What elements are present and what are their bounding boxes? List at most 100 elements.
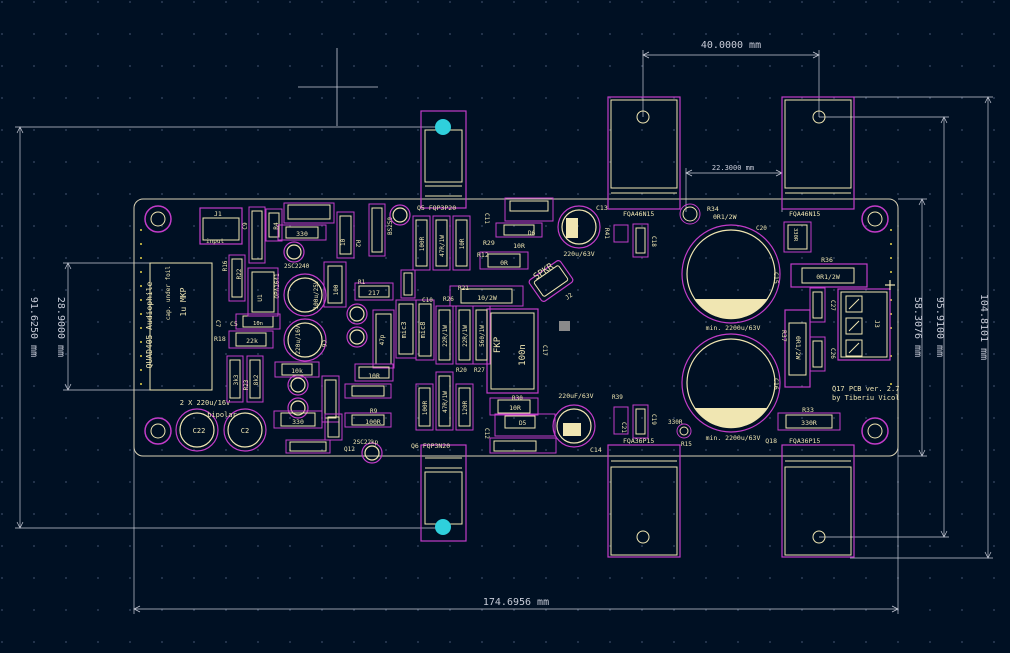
r29-value: 10R bbox=[513, 242, 525, 250]
r36-resistor[interactable] bbox=[790, 263, 868, 288]
r21-value: 10/2W bbox=[477, 294, 497, 302]
left-small-resistors[interactable] bbox=[226, 202, 340, 454]
c12-ref: C12 bbox=[483, 428, 490, 439]
q17-footprint[interactable] bbox=[781, 96, 855, 210]
r-10k-value: 10k bbox=[291, 367, 303, 375]
cap-under-foil: cap. under foil bbox=[165, 266, 172, 321]
r-120r-value: 120R bbox=[462, 400, 469, 415]
small-caps-left[interactable] bbox=[324, 269, 416, 441]
q5-label: Q5 FQP3P20 bbox=[417, 204, 456, 212]
c5-small-value: 10n bbox=[253, 321, 263, 327]
r33-ref: R33 bbox=[802, 406, 814, 414]
c16-value: min. 2200u/63V bbox=[706, 434, 761, 442]
r2-ref: R2 bbox=[354, 240, 361, 248]
q5-footprint[interactable] bbox=[420, 110, 467, 209]
u1-opamp[interactable] bbox=[247, 267, 279, 317]
c10-ref: C10 bbox=[422, 297, 433, 304]
r21-ref: R21 bbox=[458, 285, 469, 292]
c27-ref: C27 bbox=[829, 300, 836, 311]
c13-capacitor[interactable] bbox=[557, 205, 601, 249]
c18-c19-caps[interactable] bbox=[613, 223, 649, 439]
c17-ref: C17 bbox=[541, 345, 548, 356]
c5-ref: C5 bbox=[230, 320, 238, 328]
dim-right-1-label: 58.3076 mm bbox=[912, 297, 923, 357]
board-title: Q17 PCB ver. 2.7 bbox=[832, 385, 899, 393]
left-electrolytics[interactable] bbox=[175, 273, 327, 452]
q17-label: FQA46N15 bbox=[789, 210, 820, 218]
q18-ref: Q18 bbox=[765, 437, 777, 445]
r15-ref: R15 bbox=[681, 441, 692, 448]
r23-ref: R23 bbox=[243, 379, 250, 390]
r9-value: 100R bbox=[365, 418, 381, 426]
q6-label: Q6 FQP3N20 bbox=[411, 442, 450, 450]
r10-value: 10R bbox=[368, 372, 380, 380]
r30-ref: R30 bbox=[512, 395, 523, 402]
c10-mica-group[interactable] bbox=[372, 299, 435, 369]
c22-ref: C22 bbox=[193, 427, 206, 435]
q14-footprint[interactable] bbox=[607, 444, 681, 558]
c7-ref: C7 bbox=[214, 320, 221, 328]
c14-capacitor[interactable] bbox=[552, 404, 596, 448]
dim-inner-top-label: 22.3000 mm bbox=[712, 164, 754, 172]
r1-value: 217 bbox=[368, 289, 380, 297]
r34-resistor[interactable] bbox=[679, 203, 701, 225]
j1-input-connector[interactable] bbox=[199, 207, 243, 245]
q6-footprint[interactable] bbox=[420, 444, 467, 542]
c7-mkp-capacitor[interactable] bbox=[149, 262, 213, 391]
q13-label: FQA46N15 bbox=[623, 210, 654, 218]
c2-ref: C2 bbox=[241, 427, 249, 435]
j3-ref: J3 bbox=[873, 320, 881, 328]
r-22r-value: 22R/1W bbox=[442, 325, 449, 347]
to92-transistors[interactable] bbox=[283, 204, 411, 464]
r27-ref: R27 bbox=[474, 367, 485, 374]
q18-footprint[interactable] bbox=[781, 444, 855, 558]
c15-capacitor[interactable] bbox=[681, 224, 781, 324]
r-3k3-value: 3k3 bbox=[233, 374, 240, 385]
r35-value: 330R bbox=[668, 419, 683, 426]
r1-ref: R1 bbox=[358, 279, 366, 286]
c11-ref: C11 bbox=[483, 213, 490, 224]
c26-ref: C26 bbox=[829, 348, 836, 359]
r20-ref: R20 bbox=[456, 367, 467, 374]
left-center-parts[interactable] bbox=[323, 203, 394, 428]
zsc-label: 2SC22kp bbox=[353, 439, 379, 446]
r37-value: 0R1/2W bbox=[794, 336, 802, 360]
r-100-value: 100 bbox=[333, 284, 340, 295]
q13-footprint[interactable] bbox=[607, 96, 681, 210]
c16-capacitor[interactable] bbox=[681, 333, 781, 433]
r-100r-bottom-value: 100R bbox=[422, 400, 429, 415]
board-edge bbox=[133, 198, 899, 457]
r33-value: 330R bbox=[801, 419, 817, 427]
fkp-label: FKP bbox=[493, 336, 503, 353]
r37-ref: R37 bbox=[780, 330, 788, 342]
2sc-label: 2SC2240 bbox=[284, 263, 310, 270]
r15-pad[interactable] bbox=[676, 423, 692, 439]
r-47r-top-value: 47R/1W bbox=[439, 235, 446, 257]
crosshair-cursor bbox=[298, 48, 378, 126]
c47p-value: 47p bbox=[379, 334, 386, 345]
r26-ref: R26 bbox=[443, 296, 454, 303]
mid-resistors[interactable] bbox=[449, 197, 557, 454]
c14-value: 220uF/63V bbox=[558, 392, 593, 400]
vertical-resistors[interactable] bbox=[412, 215, 491, 431]
c14-ref: C14 bbox=[590, 446, 602, 454]
r37b-resistor[interactable] bbox=[783, 221, 812, 253]
j3-terminal-block[interactable] bbox=[837, 280, 895, 361]
q18-label: FQA36P15 bbox=[789, 437, 820, 445]
u1-ref: U1 bbox=[257, 294, 264, 302]
r-10r-top-value: 10R bbox=[459, 238, 466, 249]
r-10-value: 10 bbox=[340, 238, 347, 246]
board-author: by Tiberiu Vicol bbox=[832, 394, 899, 402]
r-22r-b-value: 22R/1W bbox=[462, 325, 469, 347]
mica-value-b: mic3 bbox=[400, 322, 408, 339]
c6-value: 100u/25V bbox=[313, 280, 320, 309]
c13-ref: C13 bbox=[596, 204, 608, 212]
bipolar-label: bipolar bbox=[207, 411, 237, 419]
c26-c27-caps[interactable] bbox=[809, 287, 826, 372]
r33-resistor[interactable] bbox=[777, 412, 841, 431]
c15-value: min. 2200u/63V bbox=[706, 324, 761, 332]
r-47r-bottom-value: 47R/1W bbox=[442, 391, 449, 413]
c20-ref: C20 bbox=[756, 225, 767, 232]
j2-speaker-connector[interactable] bbox=[528, 259, 574, 302]
